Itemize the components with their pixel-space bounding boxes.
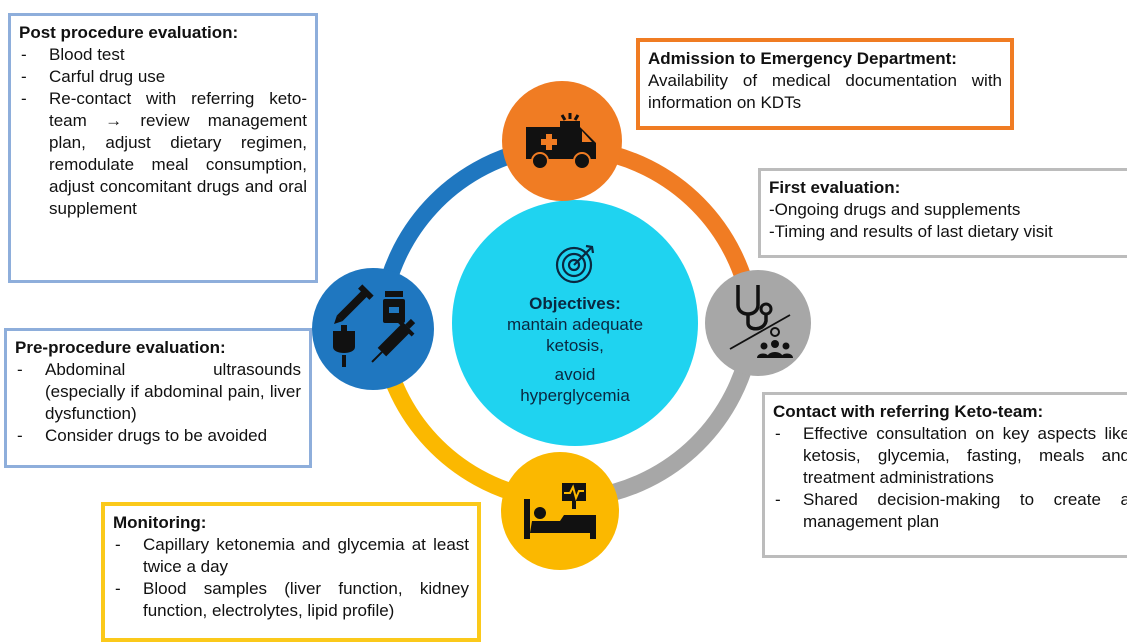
- list-item: Effective consultation on key aspects li…: [773, 423, 1127, 489]
- objectives-circle: Objectives: mantain adequate ketosis, av…: [452, 200, 698, 446]
- pre-procedure-title: Pre-procedure evaluation:: [15, 338, 226, 357]
- objectives-title: Objectives:: [529, 293, 621, 313]
- list-item: Re-contact with referring keto-team → re…: [19, 88, 307, 220]
- objectives-line-3: avoid: [554, 364, 596, 384]
- first-evaluation-box: First evaluation: -Ongoing drugs and sup…: [758, 168, 1127, 258]
- target-icon: [555, 244, 595, 283]
- procedure-node: [312, 268, 434, 390]
- first-evaluation-line-2: -Timing and results of last dietary visi…: [769, 222, 1053, 241]
- list-item: Shared decision-making to create a manag…: [773, 489, 1127, 533]
- list-item: Blood samples (liver function, kidney fu…: [113, 578, 469, 622]
- list-item: Consider drugs to be avoided: [15, 425, 301, 447]
- admission-text: Availability of medical documentation wi…: [648, 71, 1002, 112]
- list-item: Capillary ketonemia and glycemia at leas…: [113, 534, 469, 578]
- first-evaluation-node: [705, 270, 811, 376]
- admission-node: [502, 81, 622, 201]
- objectives-line-4: hyperglycemia: [520, 385, 630, 405]
- hospital-bed-icon: [524, 483, 596, 539]
- team-icon: [757, 327, 793, 358]
- list-item: Blood test: [19, 44, 307, 66]
- stethoscope-icon: [729, 285, 791, 350]
- monitoring-node: [501, 452, 619, 570]
- monitoring-title: Monitoring:: [113, 513, 207, 532]
- objectives-line-1: mantain adequate: [506, 314, 644, 334]
- drugs-icon: [333, 284, 416, 367]
- list-item: Carful drug use: [19, 66, 307, 88]
- contact-title: Contact with referring Keto-team:: [773, 402, 1044, 421]
- post-procedure-title: Post procedure evaluation:: [19, 23, 239, 42]
- admission-box: Admission to Emergency Department: Avail…: [636, 38, 1014, 130]
- monitoring-box: Monitoring: Capillary ketonemia and glyc…: [101, 502, 481, 642]
- first-evaluation-line-1: -Ongoing drugs and supplements: [769, 200, 1021, 219]
- ambulance-icon: [526, 113, 596, 170]
- contact-box: Contact with referring Keto-team: Effect…: [762, 392, 1127, 558]
- first-evaluation-title: First evaluation:: [769, 178, 901, 197]
- objectives-line-2: ketosis,: [546, 335, 604, 355]
- list-item: Abdominal ultrasounds (especially if abd…: [15, 359, 301, 425]
- admission-title: Admission to Emergency Department:: [648, 49, 957, 68]
- post-procedure-box: Post procedure evaluation: Blood test Ca…: [8, 13, 318, 283]
- pre-procedure-box: Pre-procedure evaluation: Abdominal ultr…: [4, 328, 312, 468]
